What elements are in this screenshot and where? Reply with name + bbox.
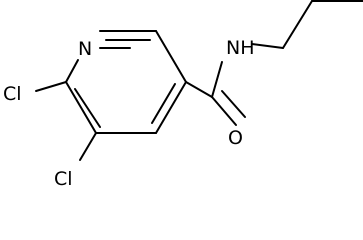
bond-c2-c3 [65, 81, 97, 134]
carbonyl-oxygen-label: O [228, 127, 243, 149]
bond-c2-cl [35, 81, 67, 92]
bond-c2-c3-inner [74, 88, 101, 128]
ring-nitrogen-label: N [78, 38, 92, 60]
bond-carbonyl-n [211, 61, 223, 98]
bond-propyl1-propyl2 [282, 0, 313, 49]
bond-carbonyl-o-inner [221, 90, 246, 118]
chlorine-bottom-label: Cl [54, 168, 73, 190]
bond-c3-cl [79, 132, 97, 161]
bond-n1-c2 [65, 59, 79, 83]
structure-svg: N Cl Cl NH O [3, 0, 363, 190]
chlorine-top-label: Cl [3, 83, 22, 105]
bond-carbonyl-o [211, 96, 237, 126]
bond-c4-c5-inner [151, 83, 176, 124]
bond-n-propyl1 [251, 43, 284, 49]
amide-nh-label: NH [226, 37, 255, 59]
bond-c5-carbonyl [185, 81, 213, 98]
molecule-diagram: N Cl Cl NH O [3, 0, 363, 190]
bond-c4-c5 [155, 81, 187, 134]
bond-c5-c6 [155, 30, 187, 83]
